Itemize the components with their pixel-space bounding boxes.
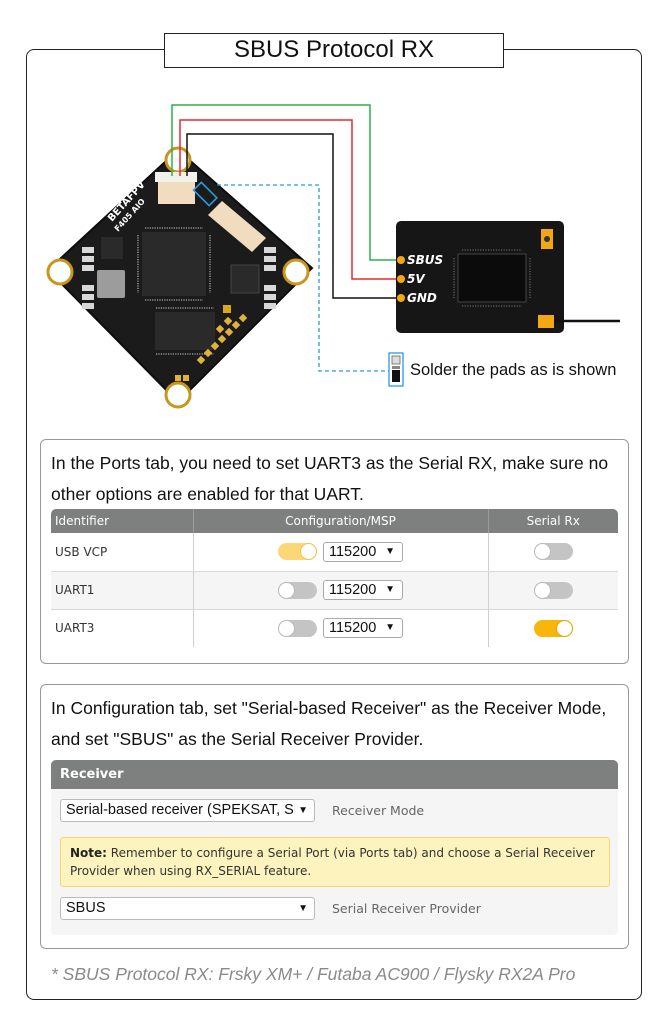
baud-rate-select[interactable]: 115200 ▼ bbox=[323, 618, 403, 639]
configuration-instruction: In Configuration tab, set "Serial-based … bbox=[51, 698, 607, 749]
solder-link-line bbox=[217, 184, 389, 372]
toggle-knob bbox=[533, 581, 551, 599]
column-header-configuration-msp: Configuration/MSP bbox=[192, 509, 488, 533]
table-row: UART1 115200 ▼ bbox=[51, 571, 618, 610]
baud-value: 115200 bbox=[329, 543, 377, 560]
port-identifier: UART3 bbox=[55, 621, 95, 636]
column-header-identifier: Identifier bbox=[51, 509, 193, 533]
configuration-panel: In Configuration tab, set "Serial-based … bbox=[40, 684, 629, 949]
serial-rx-toggle[interactable] bbox=[533, 581, 573, 599]
msp-toggle[interactable] bbox=[278, 581, 317, 599]
sbus-wire bbox=[171, 104, 400, 261]
serial-rx-toggle[interactable] bbox=[533, 619, 573, 637]
dropdown-arrow-icon: ▼ bbox=[385, 584, 395, 595]
receiver-mode-label: Receiver Mode bbox=[332, 803, 425, 818]
page-title: SBUS Protocol RX bbox=[164, 33, 504, 68]
provider-value: SBUS bbox=[66, 900, 106, 916]
table-row: USB VCP 115200 ▼ bbox=[51, 533, 618, 572]
serial-receiver-provider-label: Serial Receiver Provider bbox=[332, 901, 481, 916]
solder-note: Solder the pads as is shown bbox=[410, 361, 617, 379]
note-title: Note: bbox=[70, 846, 107, 860]
ports-instruction: In the Ports tab, you need to set UART3 … bbox=[51, 453, 609, 504]
flight-controller-board: BETAFPV F405 AIO bbox=[46, 146, 314, 409]
column-header-serial-rx: Serial Rx bbox=[487, 509, 618, 533]
mount-hole bbox=[46, 258, 74, 286]
toggle-knob bbox=[300, 543, 317, 561]
solder-pad-highlight bbox=[192, 181, 219, 207]
port-identifier: UART1 bbox=[51, 571, 193, 610]
pin-label-gnd: GND bbox=[407, 291, 437, 305]
baud-value: 115200 bbox=[329, 582, 377, 598]
footnote: * SBUS Protocol RX: Frsky XM+ / Futaba A… bbox=[51, 964, 576, 984]
receiver-section: Receiver Serial-based receiver (SPEKSAT,… bbox=[51, 760, 618, 935]
table-header-row: Identifier Configuration/MSP Serial Rx bbox=[51, 509, 618, 533]
ports-panel: In the Ports tab, you need to set UART3 … bbox=[40, 439, 629, 664]
port-identifier: USB VCP bbox=[51, 533, 193, 572]
toggle-knob bbox=[533, 543, 551, 561]
receiver-mode-select[interactable]: Serial-based receiver (SPEKSAT, SBUS, SU… bbox=[60, 799, 315, 822]
serial-receiver-provider-select[interactable]: SBUS ▼ bbox=[60, 897, 315, 920]
note-text: Remember to configure a Serial Port (via… bbox=[70, 846, 595, 878]
wiring-diagram: BETAFPV F405 AIO SBUS 5V GND bbox=[46, 104, 620, 409]
msp-toggle[interactable] bbox=[278, 543, 317, 561]
baud-rate-select[interactable]: 115200 ▼ bbox=[323, 541, 403, 562]
msp-toggle[interactable] bbox=[278, 619, 317, 637]
pin-label-sbus: SBUS bbox=[407, 253, 443, 267]
toggle-knob bbox=[555, 619, 573, 637]
baud-rate-select[interactable]: 115200 ▼ bbox=[323, 580, 403, 600]
dropdown-arrow-icon: ▼ bbox=[295, 800, 308, 821]
receiver-module: SBUS 5V GND bbox=[396, 221, 620, 333]
toggle-knob bbox=[278, 581, 295, 599]
table-row: UART3 115200 ▼ bbox=[51, 609, 618, 647]
ports-table: Identifier Configuration/MSP Serial Rx U… bbox=[51, 509, 618, 647]
receiver-section-title: Receiver bbox=[51, 760, 618, 789]
mount-hole bbox=[164, 381, 192, 409]
gnd-wire bbox=[186, 133, 400, 299]
5v-wire bbox=[179, 119, 400, 280]
receiver-mode-value: Serial-based receiver (SPEKSAT, SBUS, SU… bbox=[66, 802, 298, 818]
solder-pad-icon bbox=[388, 352, 404, 387]
dropdown-arrow-icon: ▼ bbox=[385, 622, 395, 634]
toggle-knob bbox=[278, 619, 295, 637]
baud-value: 115200 bbox=[329, 620, 377, 637]
pin-label-5v: 5V bbox=[407, 272, 426, 286]
mount-hole bbox=[282, 258, 310, 286]
note-box: Note: Remember to configure a Serial Por… bbox=[60, 837, 610, 887]
serial-rx-toggle[interactable] bbox=[533, 543, 573, 561]
dropdown-arrow-icon: ▼ bbox=[295, 898, 308, 919]
dropdown-arrow-icon: ▼ bbox=[385, 545, 395, 557]
